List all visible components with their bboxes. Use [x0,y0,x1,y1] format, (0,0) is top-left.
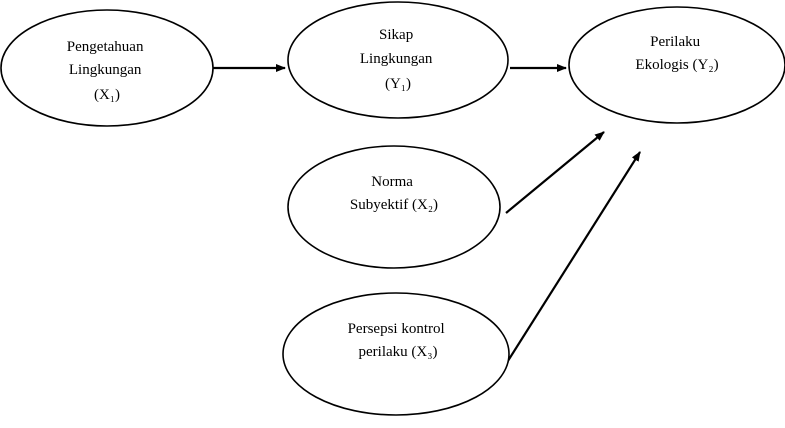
node-y2-label-line-2: Ekologis (Y₂) [635,57,718,73]
node-x1-label: Pengetahuan Lingkungan (X₁) [67,39,147,103]
node-x2-norma-subyektif: Norma Subyektif (X₂) [287,145,501,269]
node-y1-ellipse [287,1,509,119]
node-y2-ellipse [568,6,785,124]
node-x1-ellipse [0,9,214,127]
node-x1-label-line-2: Lingkungan [69,62,142,78]
node-x1-label-line-3: (X₁) [94,87,120,103]
node-y1-label-line-2: Lingkungan [360,51,433,67]
node-x3-persepsi-kontrol-perilaku: Persepsi kontrol perilaku (X₃) [282,292,510,416]
node-x3-label-line-2: perilaku (X₃) [359,344,438,360]
edge-x2-to-y2 [505,131,605,214]
node-x2-label-line-1: Norma [371,174,413,190]
node-y2-label: Perilaku Ekologis (Y₂) [635,34,718,73]
node-y2-perilaku-ekologis: Perilaku Ekologis (Y₂) [568,6,785,124]
node-x1-label-line-1: Pengetahuan [67,39,144,55]
node-y1-label-line-3: (Y₁) [385,76,411,92]
node-x2-ellipse [287,145,501,269]
node-y1-label: Sikap Lingkungan (Y₁) [360,27,436,92]
node-y1-sikap-lingkungan: Sikap Lingkungan (Y₁) [287,1,509,119]
edge-x3-to-y2 [505,151,641,365]
node-x3-ellipse [282,292,510,416]
node-x3-label: Persepsi kontrol perilaku (X₃) [348,321,449,360]
node-x2-label-line-2: Subyektif (X₂) [350,197,438,213]
node-x1-pengetahuan-lingkungan: Pengetahuan Lingkungan (X₁) [0,9,214,127]
node-y1-label-line-1: Sikap [379,27,413,43]
node-x2-label: Norma Subyektif (X₂) [350,174,438,213]
node-x3-label-line-1: Persepsi kontrol [348,321,445,337]
node-y2-label-line-1: Perilaku [650,34,700,50]
edges [212,64,641,365]
